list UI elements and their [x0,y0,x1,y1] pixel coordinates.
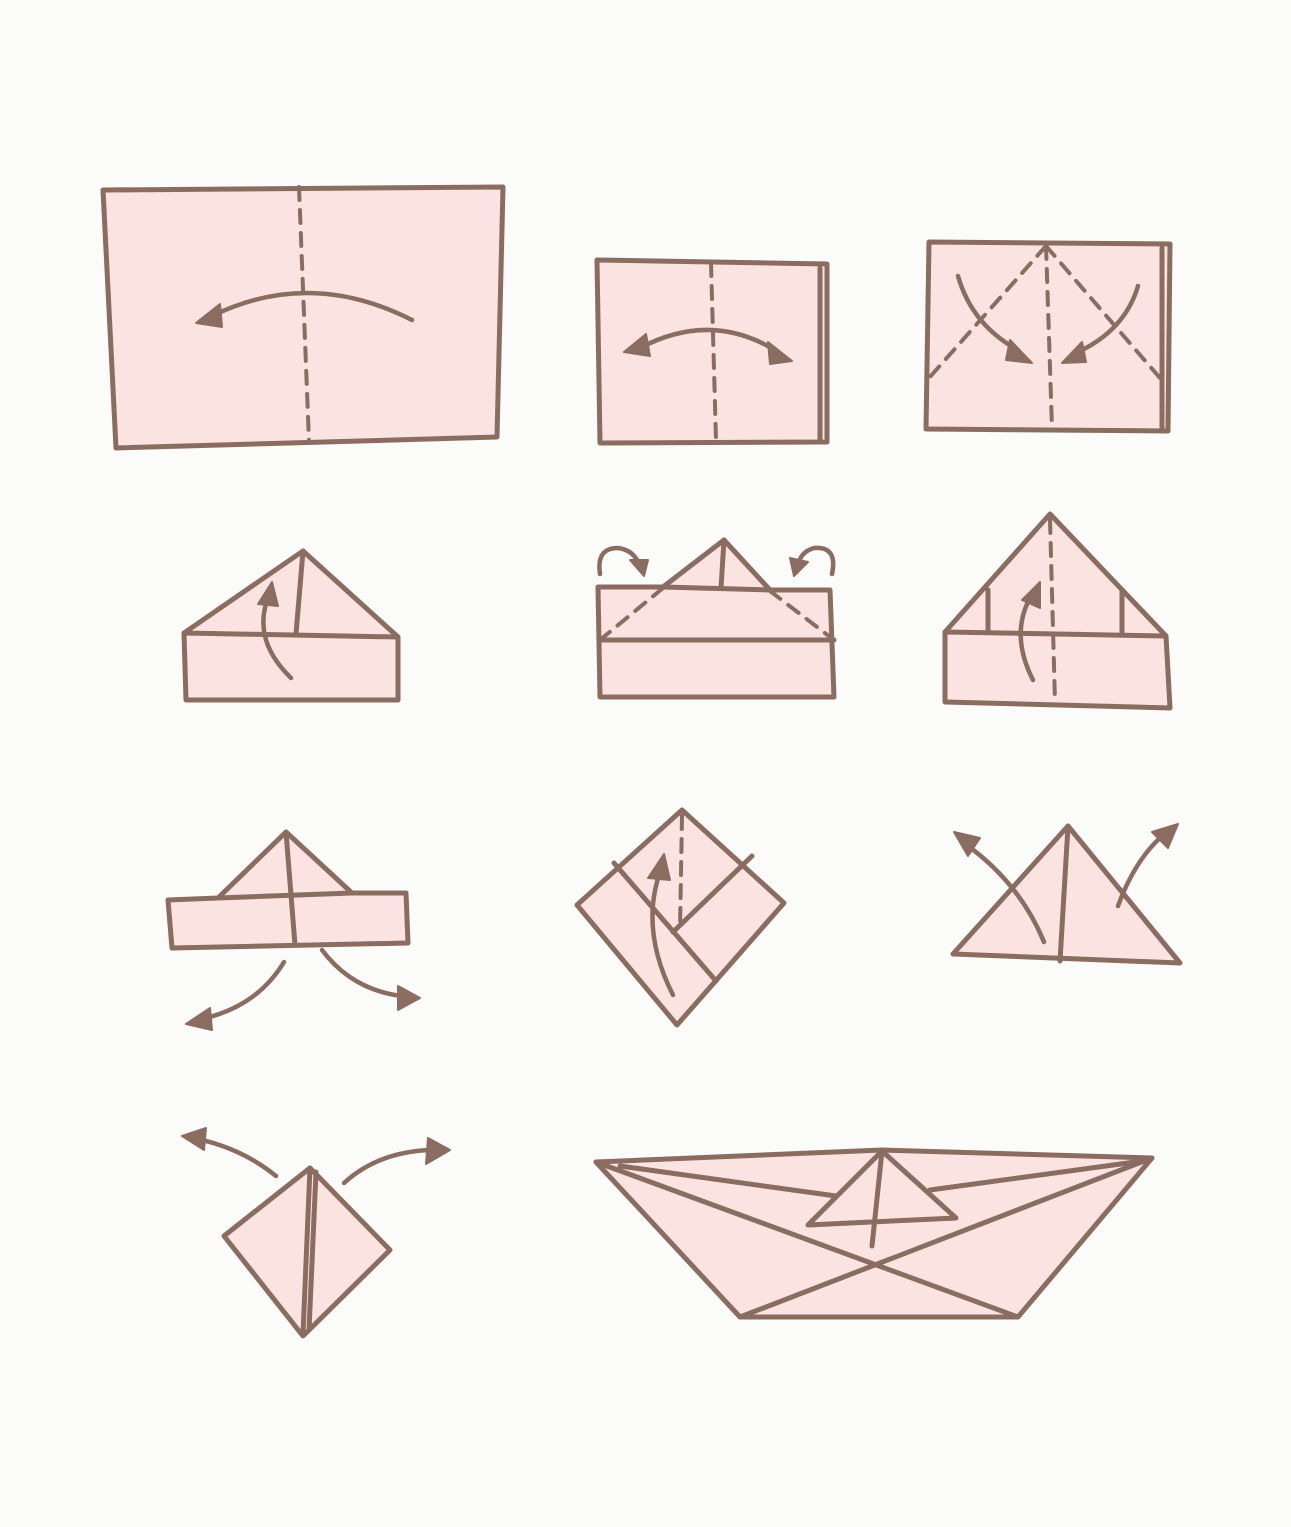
step-7 [168,832,420,1030]
step-3 [926,242,1170,431]
step-1 [103,187,503,448]
step-10 [182,1128,450,1336]
step-11 [596,1150,1152,1317]
step-8 [577,810,784,1025]
step-5 [598,540,834,697]
step-9 [953,824,1180,963]
step-6 [945,514,1170,708]
step-4 [184,551,398,700]
step-2 [597,260,827,443]
